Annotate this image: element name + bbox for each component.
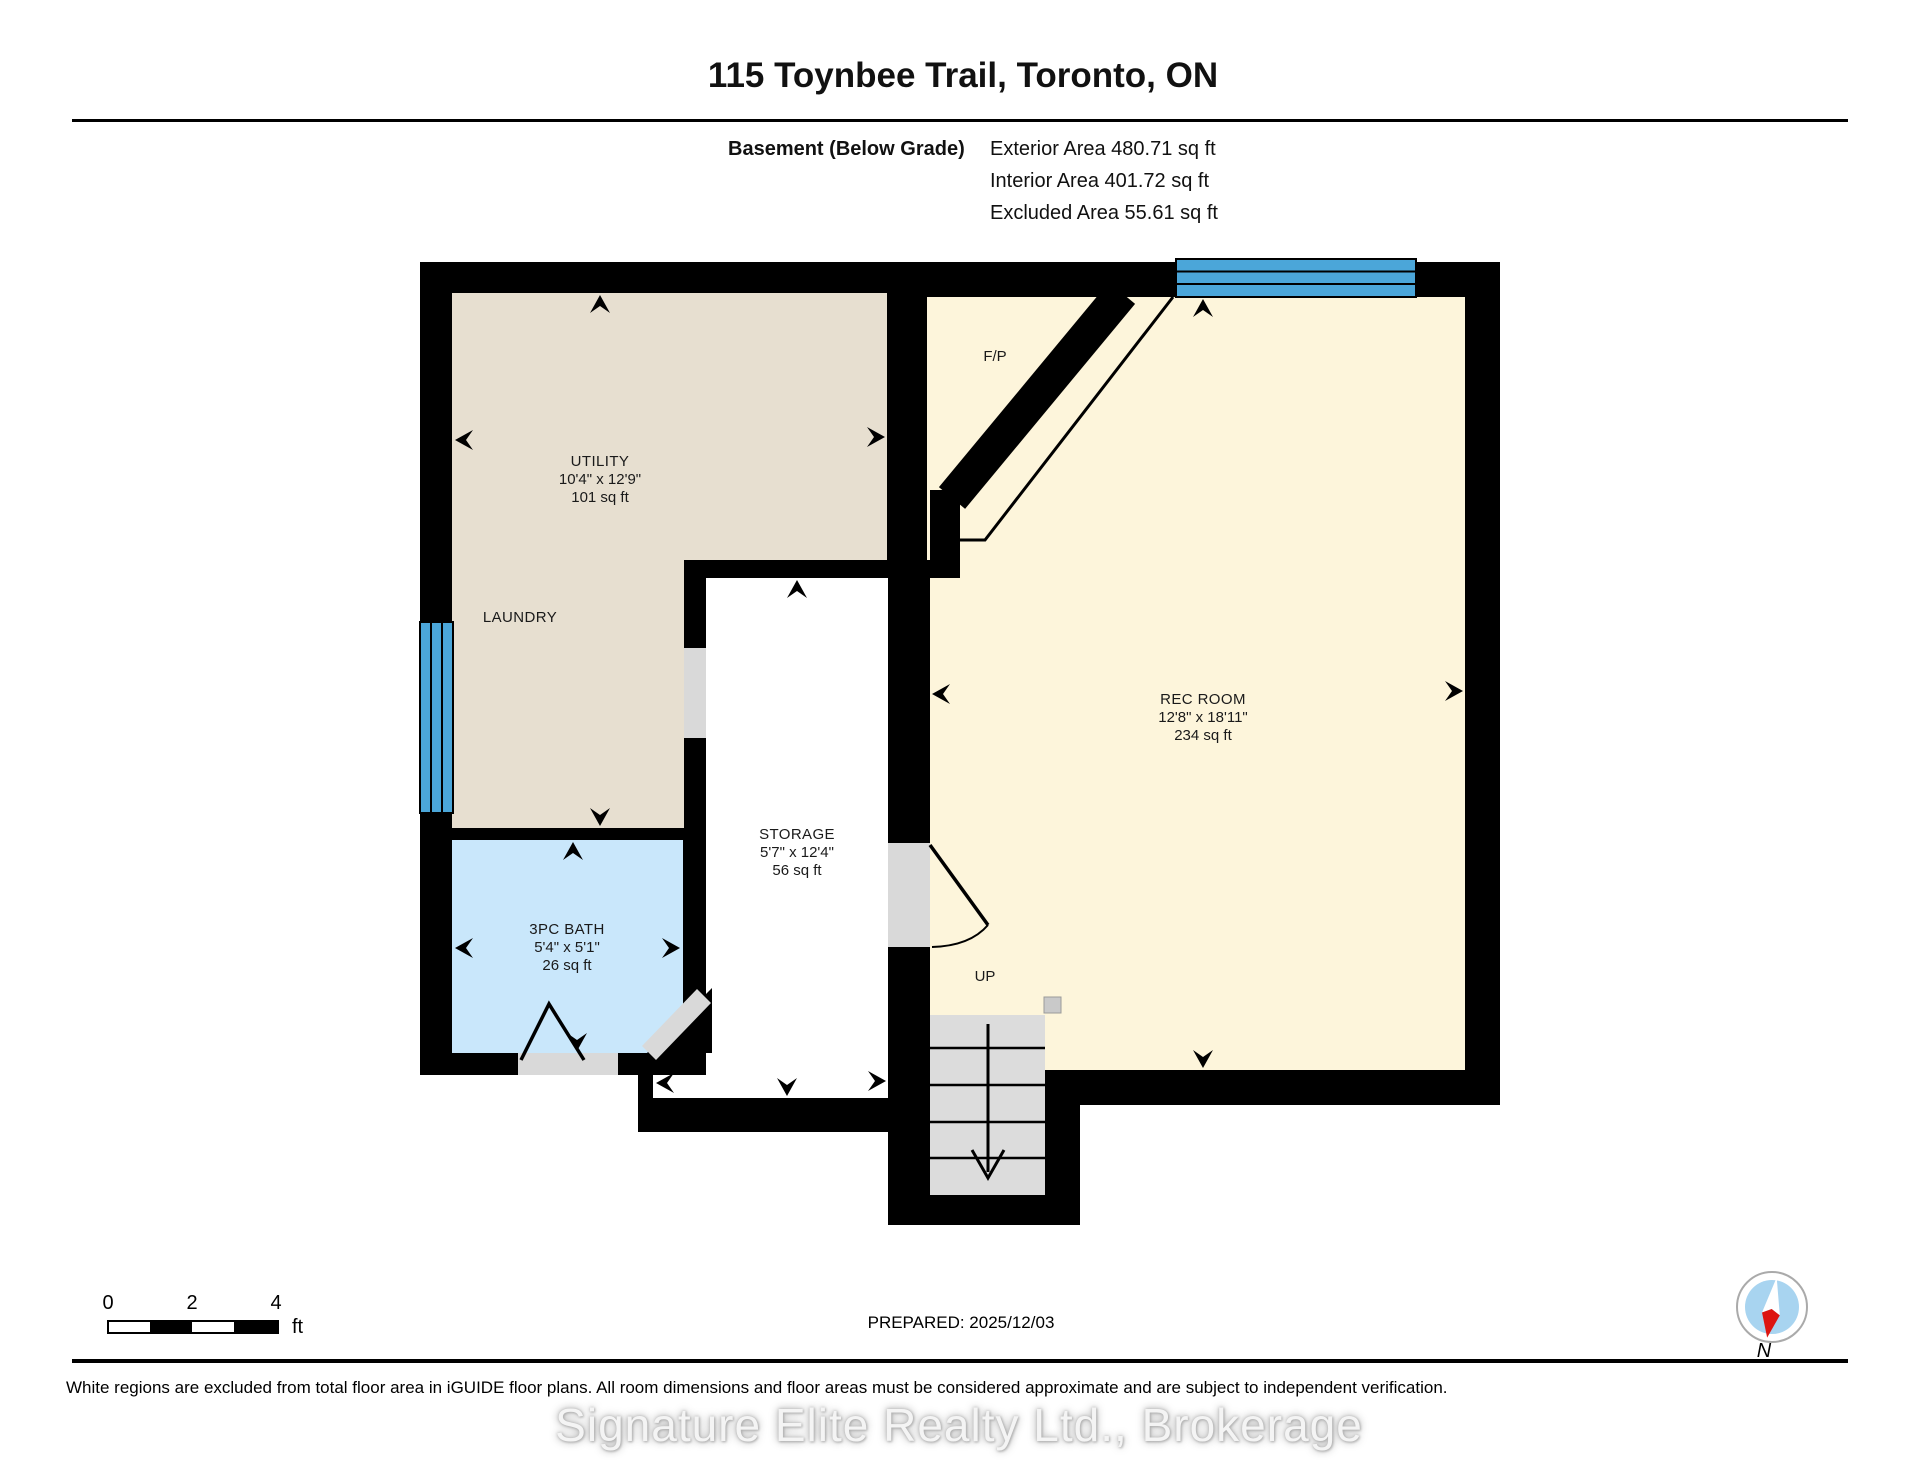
window-top: [1175, 258, 1417, 298]
room-dims: 10'4" x 12'9": [558, 471, 642, 488]
excluded-area-line: [932, 296, 1175, 542]
window-left: [419, 621, 454, 814]
scale-tick-2: 2: [186, 1292, 198, 1314]
room-dims: 12'8" x 18'11": [1158, 709, 1248, 726]
door-swing-arc: [931, 924, 989, 948]
floor-label: Basement (Below Grade): [728, 138, 965, 160]
stairs-up-label: UP: [975, 968, 996, 986]
door-laundry-storage: [684, 648, 706, 738]
room-label-storage: STORAGE 5'7" x 12'4" 56 sq ft: [759, 826, 835, 880]
room-name: LAUNDRY: [482, 609, 558, 626]
room-name: UP: [974, 968, 996, 985]
room-area: 26 sq ft: [542, 957, 592, 974]
room-label-utility: UTILITY 10'4" x 12'9" 101 sq ft: [559, 453, 641, 507]
room-floor-utility-laundry: [452, 293, 887, 828]
room-label-bath: 3PC BATH 5'4" x 5'1" 26 sq ft: [529, 921, 604, 975]
scale-tick-4: 4: [270, 1292, 282, 1314]
room-label-laundry: LAUNDRY: [483, 609, 557, 627]
prepared-date: PREPARED: 2025/12/03: [867, 1313, 1055, 1332]
scale-unit-label: ft: [292, 1316, 304, 1338]
stairs: [930, 996, 1062, 1195]
compass-icon: [1736, 1271, 1808, 1343]
room-area: 101 sq ft: [571, 489, 629, 506]
room-floor-bath: [452, 840, 683, 1053]
room-area: 56 sq ft: [772, 862, 822, 879]
room-name: REC ROOM: [1160, 691, 1246, 708]
exterior-area-label: Exterior Area 480.71 sq ft: [990, 138, 1216, 160]
room-dims: 5'7" x 12'4": [760, 844, 834, 861]
stairs-down-arrow-icon: [970, 1149, 1006, 1182]
compass-north-label: N: [1756, 1340, 1772, 1362]
door-bath-angled: [642, 989, 711, 1060]
brokerage-watermark: Signature Elite Realty Ltd., Brokerage: [555, 1399, 1363, 1451]
room-name: F/P: [983, 348, 1007, 365]
scale-bar: [107, 1320, 279, 1334]
stairs-newel: [1043, 996, 1062, 1014]
wall-fp-stub: [930, 490, 960, 578]
room-label-rec-room: REC ROOM 12'8" x 18'11" 234 sq ft: [1158, 691, 1248, 745]
door-storage-rec: [888, 843, 930, 947]
room-name: UTILITY: [570, 453, 630, 470]
footer-divider: [72, 1359, 1848, 1363]
door-bath: [518, 1053, 618, 1075]
scale-tick-0: 0: [102, 1292, 114, 1314]
footer-disclaimer: White regions are excluded from total fl…: [66, 1378, 1448, 1397]
room-label-fireplace: F/P: [983, 348, 1006, 366]
room-floor-rec: [927, 297, 1465, 1070]
door-leaf-rec: [928, 843, 990, 927]
wall-fp-diagonal: [938, 282, 1136, 509]
page-title: 115 Toynbee Trail, Toronto, ON: [707, 56, 1219, 95]
room-floor-storage: [653, 578, 888, 1098]
interior-area-label: Interior Area 401.72 sq ft: [990, 170, 1210, 192]
header-divider: [72, 119, 1848, 122]
room-dims: 5'4" x 5'1": [534, 939, 600, 956]
room-name: STORAGE: [759, 826, 835, 843]
room-area: 234 sq ft: [1174, 727, 1232, 744]
room-name: 3PC BATH: [529, 921, 605, 938]
excluded-area-label: Excluded Area 55.61 sq ft: [990, 202, 1218, 224]
